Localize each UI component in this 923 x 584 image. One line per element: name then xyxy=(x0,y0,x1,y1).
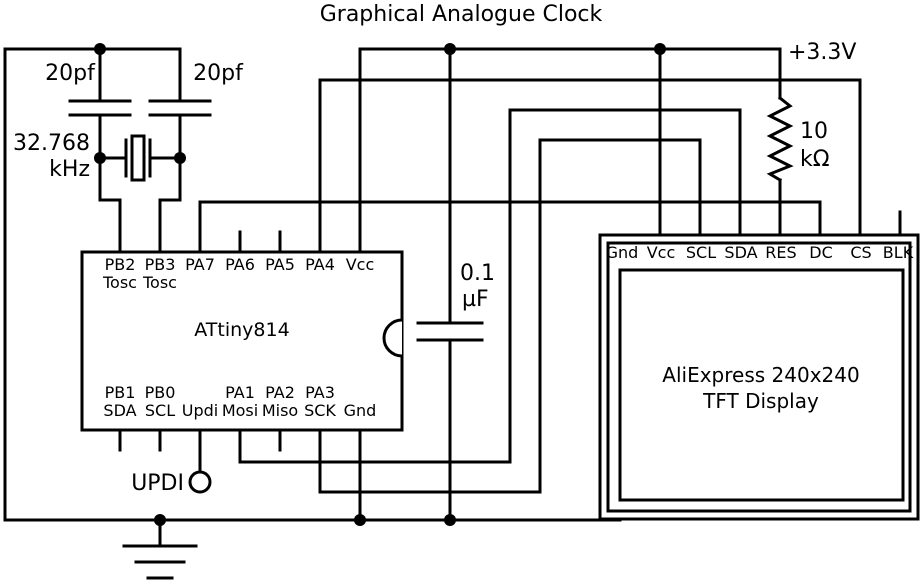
mcu-pin-pb3-function: Tosc xyxy=(142,273,177,292)
mcu-pin-pa3-label: PA3 xyxy=(305,383,335,402)
mcu-pin-pa6-label: PA6 xyxy=(225,255,255,274)
updi-label: UPDI xyxy=(131,471,184,496)
decoupling-capacitor-unit: µF xyxy=(462,287,489,312)
resistor-unit-label: kΩ xyxy=(800,147,830,172)
mcu-pin-pb0-function: SCL xyxy=(145,401,175,420)
display-pin-blk-label: BLK xyxy=(883,243,914,262)
mcu-pin-updi-function: Updi xyxy=(182,401,218,420)
capacitor-right-label: 20pf xyxy=(193,61,244,86)
mcu-pin-pb0-label: PB0 xyxy=(145,383,176,402)
display-pin-dc-label: DC xyxy=(809,243,833,262)
capacitor-right-symbol xyxy=(148,99,212,117)
diagram-title: Graphical Analogue Clock xyxy=(320,2,603,27)
mcu-pin-pa1-label: PA1 xyxy=(225,383,255,402)
wires xyxy=(3,47,902,546)
mcu-pin-pa2-label: PA2 xyxy=(265,383,295,402)
display-pin-vcc-label: Vcc xyxy=(647,243,676,262)
mcu-pin-pb1-function: SDA xyxy=(103,401,136,420)
resistor-symbol xyxy=(766,95,794,183)
mcu-chip-body xyxy=(80,250,404,432)
supply-voltage-label: +3.3V xyxy=(788,40,856,65)
mcu-pin-vcc-label: Vcc xyxy=(346,255,375,274)
display-name-line1: AliExpress 240x240 xyxy=(662,363,859,387)
crystal-unit-label: kHz xyxy=(49,157,90,182)
display-pin-gnd-label: Gnd xyxy=(606,243,639,262)
mcu-chip-notch xyxy=(382,318,403,358)
mcu-pin-pa7-label: PA7 xyxy=(185,255,215,274)
mcu-pin-pa4-label: PA4 xyxy=(305,255,335,274)
mcu-chip-name: ATtiny814 xyxy=(194,319,289,341)
display-pin-sda-label: SDA xyxy=(724,243,757,262)
display-screen xyxy=(618,268,905,502)
crystal-symbol xyxy=(124,134,152,182)
mcu-pin-pb1-label: PB1 xyxy=(105,383,136,402)
mcu-pin-pa1-function: Mosi xyxy=(222,401,258,420)
resistor-value-label: 10 xyxy=(800,119,828,144)
display-pin-cs-label: CS xyxy=(850,243,871,262)
mcu-pin-pa3-function: SCK xyxy=(304,401,336,420)
crystal-frequency-label: 32.768 xyxy=(13,131,90,156)
display-name-line2: TFT Display xyxy=(702,389,819,413)
mcu-pin-gnd-function: Gnd xyxy=(344,401,377,420)
mcu-pin-pb2-label: PB2 xyxy=(105,255,136,274)
mcu-pin-pa5-label: PA5 xyxy=(265,255,295,274)
capacitor-left-label: 20pf xyxy=(45,61,96,86)
mcu-pin-pa2-function: Miso xyxy=(262,401,298,420)
mcu-pin-pb3-label: PB3 xyxy=(145,255,176,274)
updi-terminal-icon xyxy=(188,470,212,494)
display-pin-scl-label: SCL xyxy=(686,243,716,262)
decoupling-capacitor-value: 0.1 xyxy=(460,261,495,286)
decoupling-capacitor-symbol xyxy=(416,321,484,342)
display-pin-res-label: RES xyxy=(765,243,796,262)
mcu-pin-pb2-function: Tosc xyxy=(102,273,137,292)
capacitor-left-symbol xyxy=(68,99,132,117)
junction-dots xyxy=(94,43,666,526)
ground-symbol-icon xyxy=(122,544,198,580)
